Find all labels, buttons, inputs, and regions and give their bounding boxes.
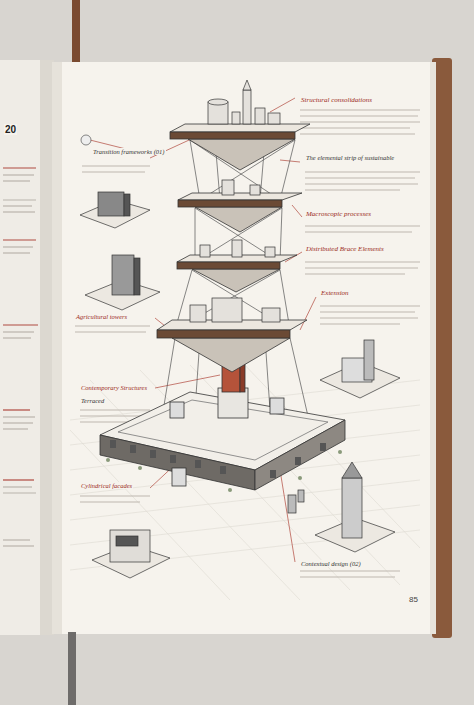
- callout-heading: Contextual design (02): [300, 560, 362, 567]
- side-sketches: [80, 192, 400, 578]
- page-number: 20: [4, 124, 17, 135]
- page-number: 85: [408, 596, 419, 605]
- ribbon-bottom: [68, 632, 76, 705]
- callout-heading: Extension: [320, 290, 350, 298]
- right-page: [52, 62, 430, 634]
- ribbon-top: [72, 0, 80, 64]
- left-page-text: [3, 168, 38, 546]
- callout-heading: Transition frameworks (01): [92, 148, 166, 155]
- callout-heading: Structural consolidations: [300, 97, 373, 105]
- callout-heading: The elemental strip of sustainable: [305, 154, 395, 161]
- platforms: [157, 124, 310, 372]
- callout-heading: Macroscopic processes: [305, 211, 372, 219]
- gutter-shade: [52, 62, 62, 634]
- body-text-lines: [75, 110, 420, 577]
- callout-heading: Agricultural towers: [75, 313, 128, 320]
- callout-heading: Contemporary Structures: [80, 384, 148, 391]
- leader-lines: [90, 98, 316, 562]
- small-globe: [81, 135, 91, 145]
- floor-grid: [70, 360, 420, 600]
- base-slab: [100, 356, 345, 492]
- scaffolding: [160, 140, 310, 430]
- callout-heading: Cylindrical facades: [80, 482, 133, 489]
- fold-shade: [40, 60, 54, 635]
- callout-heading: Terraced: [80, 397, 105, 404]
- platform-buildings: [190, 80, 280, 322]
- callout-heading: Distributed Brace Elements: [305, 246, 385, 254]
